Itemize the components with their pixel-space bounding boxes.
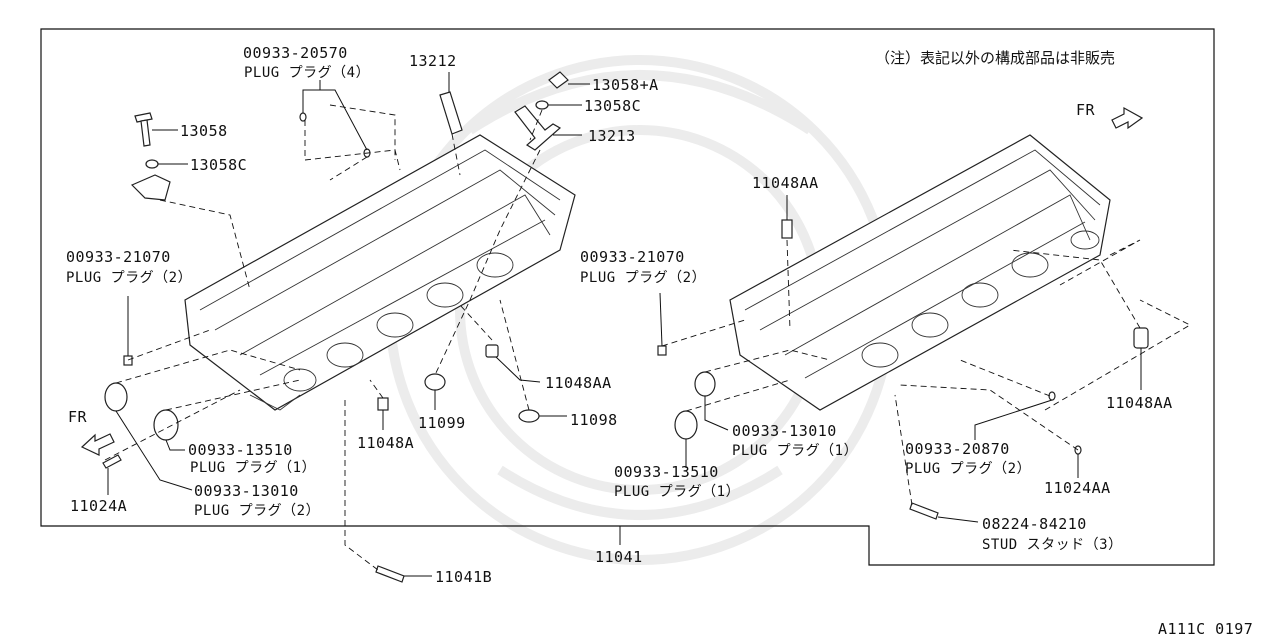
leader-lines (107, 72, 1142, 577)
diagram-code: A111C 0197 (1158, 620, 1253, 638)
part-13058A[interactable]: 13058+A (592, 76, 659, 94)
part-11098[interactable]: 11098 (570, 411, 618, 429)
part-13212[interactable]: 13212 (409, 52, 457, 70)
explode-lines (104, 104, 1191, 571)
part-00933-13010-left-number[interactable]: 00933-13010 (194, 482, 299, 500)
part-00933-21070-left-number[interactable]: 00933-21070 (66, 248, 171, 266)
part-00933-21070-left-desc: PLUG プラグ（2） (66, 270, 192, 286)
part-11041[interactable]: 11041 (595, 548, 643, 566)
part-13213[interactable]: 13213 (588, 127, 636, 145)
part-00933-13010-mid-desc: PLUG プラグ（1） (732, 443, 858, 459)
part-00933-13510-left-desc: PLUG プラグ（1） (190, 460, 316, 476)
part-11048AA-mid[interactable]: 11048AA (545, 374, 612, 392)
fr-label-right: FR (1076, 101, 1096, 119)
part-11024AA[interactable]: 11024AA (1044, 479, 1111, 497)
part-00933-20870-number[interactable]: 00933-20870 (905, 440, 1010, 458)
part-08224-84210-number[interactable]: 08224-84210 (982, 515, 1087, 533)
part-11048A[interactable]: 11048A (357, 434, 414, 452)
part-00933-21070-mid-number[interactable]: 00933-21070 (580, 248, 685, 266)
part-00933-13010-mid-number[interactable]: 00933-13010 (732, 422, 837, 440)
diagram-frame (40, 28, 1215, 566)
part-00933-21070-mid-desc: PLUG プラグ（2） (580, 270, 706, 286)
part-00933-13510-mid-number[interactable]: 00933-13510 (614, 463, 719, 481)
part-11099[interactable]: 11099 (418, 414, 466, 432)
part-08224-84210-desc: STUD スタッド（3） (982, 537, 1123, 553)
part-13058[interactable]: 13058 (180, 122, 228, 140)
part-13058C-top[interactable]: 13058C (584, 97, 641, 115)
part-13058C-left[interactable]: 13058C (190, 156, 247, 174)
note-text: （注）表記以外の構成部品は非販売 (875, 49, 1115, 67)
fr-arrow-right-icon (1111, 106, 1144, 130)
left-cylinder-head (184, 134, 576, 411)
part-00933-20570-number[interactable]: 00933-20570 (243, 44, 348, 62)
part-11048AA-right[interactable]: 11048AA (1106, 394, 1173, 412)
part-00933-13510-mid-desc: PLUG プラグ（1） (614, 484, 740, 500)
fr-label-left: FR (68, 408, 88, 426)
part-11048AA-top[interactable]: 11048AA (752, 174, 819, 192)
part-00933-20870-desc: PLUG プラグ（2） (905, 461, 1031, 477)
part-11041B[interactable]: 11041B (435, 568, 492, 586)
part-00933-13010-left-desc: PLUG プラグ（2） (194, 503, 320, 519)
part-00933-13510-left-number[interactable]: 00933-13510 (188, 441, 293, 459)
small-parts (102, 71, 1149, 583)
part-00933-20570-desc: PLUG プラグ（4） (244, 65, 370, 81)
part-11024A[interactable]: 11024A (70, 497, 127, 515)
fr-arrow-left-icon (80, 433, 115, 456)
right-cylinder-head (729, 134, 1111, 411)
